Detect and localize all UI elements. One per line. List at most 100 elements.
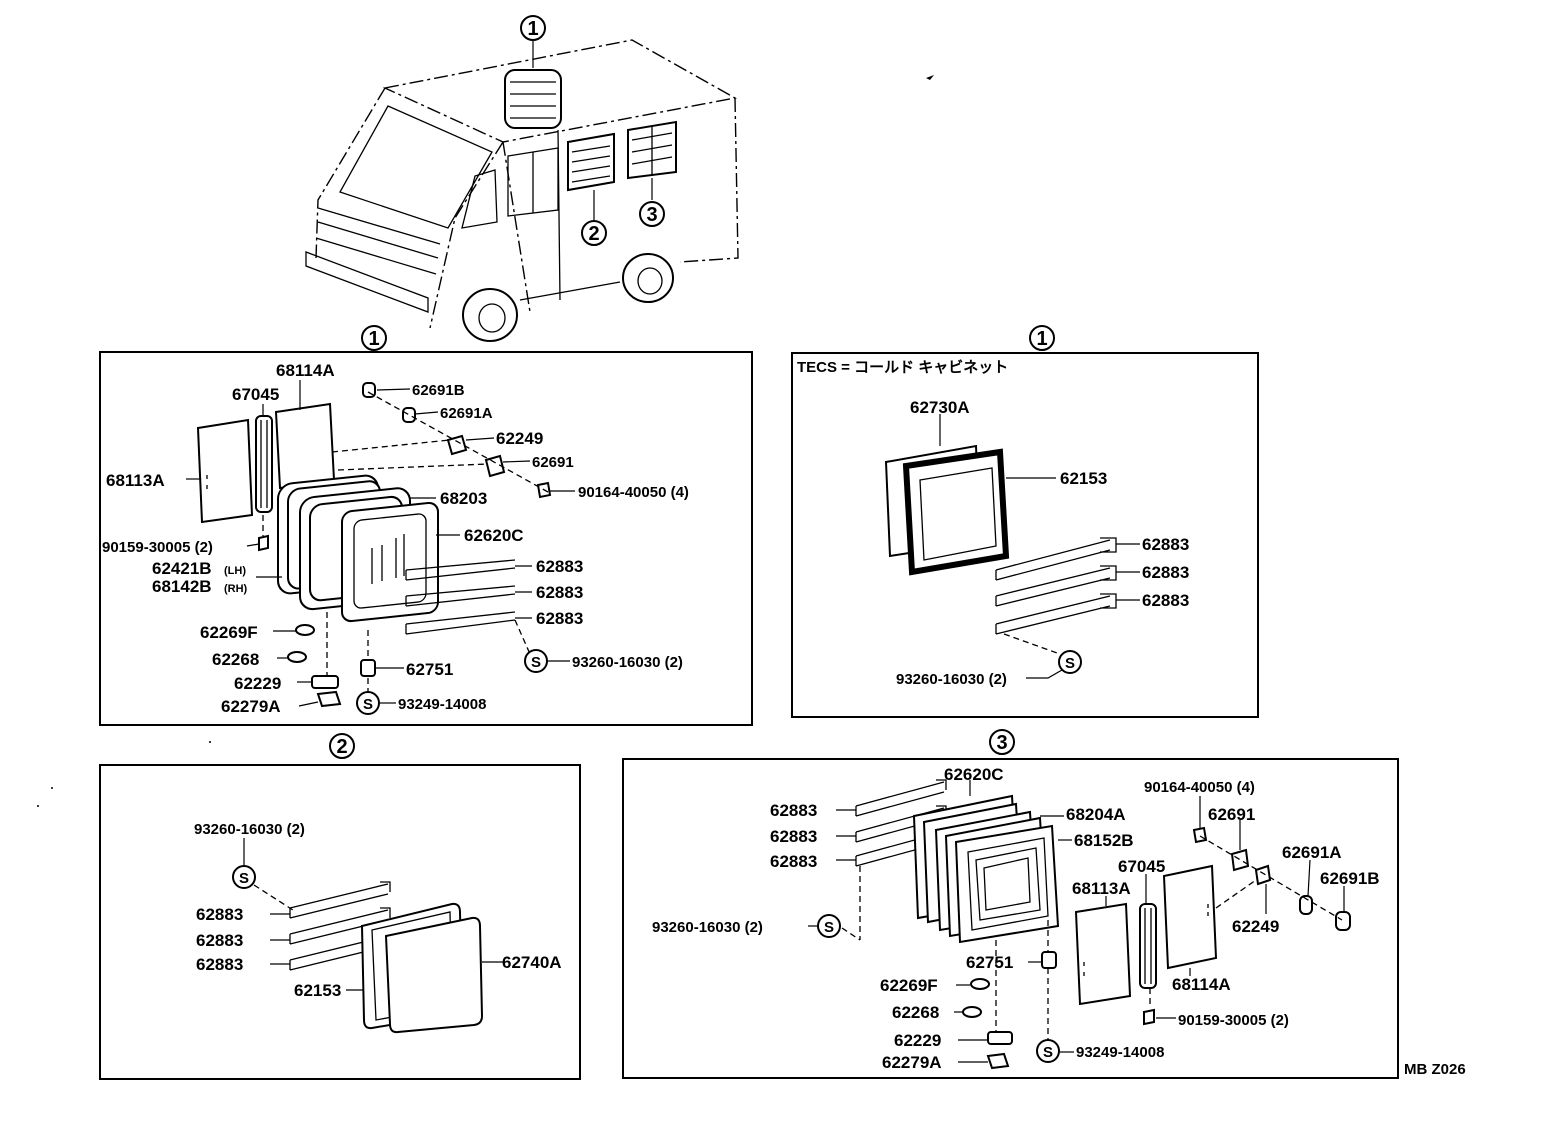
screw-90164 <box>1192 826 1208 844</box>
label-62153: 62153 <box>294 981 341 1000</box>
label-68113a: 68113A <box>1072 879 1131 898</box>
label-62229: 62229 <box>894 1031 941 1050</box>
pad-62691a <box>1299 895 1313 915</box>
label-62730a: 62730A <box>910 398 970 417</box>
cushion-62279a <box>316 690 342 708</box>
label-62421b: 62421B <box>152 559 212 578</box>
svg-text:S: S <box>1043 1044 1053 1061</box>
latch-62691 <box>484 454 506 478</box>
panel-2-callout: 2 <box>336 736 347 758</box>
glass-68113a <box>1074 902 1132 1006</box>
label-68114a: 68114A <box>1172 975 1231 994</box>
label-62751: 62751 <box>966 953 1013 972</box>
label-68152b: 68152B <box>1074 831 1134 850</box>
label-90164-40050: 90164-40050 (4) <box>1144 779 1255 796</box>
frame-68152b <box>954 824 1060 944</box>
stopper-62751 <box>360 659 376 677</box>
symbol-s-2 <box>1036 1039 1060 1063</box>
side-window-2 <box>567 132 615 192</box>
screw-90159 <box>258 534 269 552</box>
label-62883-b: 62883 <box>196 931 243 950</box>
clip-62268 <box>287 651 307 663</box>
label-62751: 62751 <box>406 660 453 679</box>
side-window-3 <box>627 120 677 180</box>
label-90159-30005: 90159-30005 (2) <box>1178 1012 1289 1029</box>
clip-62268 <box>962 1006 982 1018</box>
label-93260-16030: 93260-16030 (2) <box>896 671 1007 688</box>
label-62279a: 62279A <box>221 697 281 716</box>
label-68203: 68203 <box>440 489 487 508</box>
bar-62883-a <box>995 537 1117 581</box>
panel-side-window-2: 2 S 93260-16030 (2) 62883 62883 62883 62… <box>99 733 581 1080</box>
panel-tecs-callout: 1 <box>1036 328 1047 350</box>
hinge-62249 <box>446 434 468 456</box>
clip-62269f <box>970 978 990 990</box>
label-62268: 62268 <box>212 650 259 669</box>
label-62620c: 62620C <box>944 765 1004 784</box>
label-93249-14008: 93249-14008 <box>398 696 486 713</box>
bar-62883-c <box>289 933 391 971</box>
label-62620c: 62620C <box>464 526 524 545</box>
bar-62883-b <box>855 805 947 843</box>
callout-1-top: 1 <box>520 15 546 41</box>
label-62691: 62691 <box>1208 805 1255 824</box>
label-93249-14008: 93249-14008 <box>1076 1044 1164 1061</box>
latch-62691 <box>1230 848 1250 872</box>
label-93260-16030: 93260-16030 (2) <box>194 821 305 838</box>
label-62691: 62691 <box>532 454 574 471</box>
label-62883-b: 62883 <box>770 827 817 846</box>
glass-62740a <box>384 916 484 1034</box>
panel-1-callout: 1 <box>368 328 379 350</box>
cushion-62279a <box>986 1052 1010 1070</box>
bar-62883-a <box>405 559 516 581</box>
label-62691a: 62691A <box>440 405 493 422</box>
label-93260-16030: 93260-16030 (2) <box>572 654 683 671</box>
label-62279a: 62279A <box>882 1053 942 1072</box>
label-68204a: 68204A <box>1066 805 1126 824</box>
label-62229: 62229 <box>234 674 281 693</box>
seal-67045 <box>1139 903 1157 989</box>
seal-67045 <box>255 415 273 513</box>
label-62249: 62249 <box>1232 917 1279 936</box>
svg-text:3: 3 <box>646 204 657 226</box>
label-62883-c: 62883 <box>196 955 243 974</box>
bar-62883-c <box>855 829 947 867</box>
screw-90159 <box>1143 1008 1155 1026</box>
label-62421b-side: (LH) <box>224 565 246 577</box>
label-67045: 67045 <box>1118 857 1165 876</box>
label-67045: 67045 <box>232 385 279 404</box>
pad-62691a <box>402 407 416 423</box>
panel-tecs-title: TECS = コールド キャビネット <box>797 359 1008 376</box>
label-62883-c: 62883 <box>770 852 817 871</box>
label-62269f: 62269F <box>880 976 938 995</box>
clip-62269f <box>295 624 315 636</box>
van-illustration <box>305 39 934 342</box>
label-62883-a: 62883 <box>1142 535 1189 554</box>
bar-62883-a <box>289 881 391 919</box>
svg-text:S: S <box>239 870 249 887</box>
svg-text:S: S <box>1065 655 1075 672</box>
svg-text:S: S <box>363 696 373 713</box>
roof-vent-window <box>504 69 562 129</box>
bar-62883-c <box>405 611 516 635</box>
label-93260-16030: 93260-16030 (2) <box>652 919 763 936</box>
panel-3-callout: 3 <box>996 732 1007 754</box>
label-62691a: 62691A <box>1282 843 1342 862</box>
stopper-62751 <box>1041 951 1057 969</box>
label-62740a: 62740A <box>502 953 562 972</box>
label-62691b: 62691B <box>1320 869 1380 888</box>
label-62153: 62153 <box>1060 469 1107 488</box>
panel-roof-vent: 1 <box>99 325 753 726</box>
bar-62883-c <box>995 593 1117 635</box>
label-90164-40050: 90164-40050 (4) <box>578 484 689 501</box>
callout-3-van: 3 <box>639 201 665 227</box>
label-62268: 62268 <box>892 1003 939 1022</box>
label-68142b-side: (RH) <box>224 583 248 595</box>
frame-62620c <box>341 501 439 623</box>
label-62883-a: 62883 <box>770 801 817 820</box>
symbol-s-1 <box>1058 650 1082 674</box>
bracket-62691b <box>1335 911 1351 931</box>
bar-62883-b <box>289 907 391 945</box>
label-62883-a: 62883 <box>536 557 583 576</box>
